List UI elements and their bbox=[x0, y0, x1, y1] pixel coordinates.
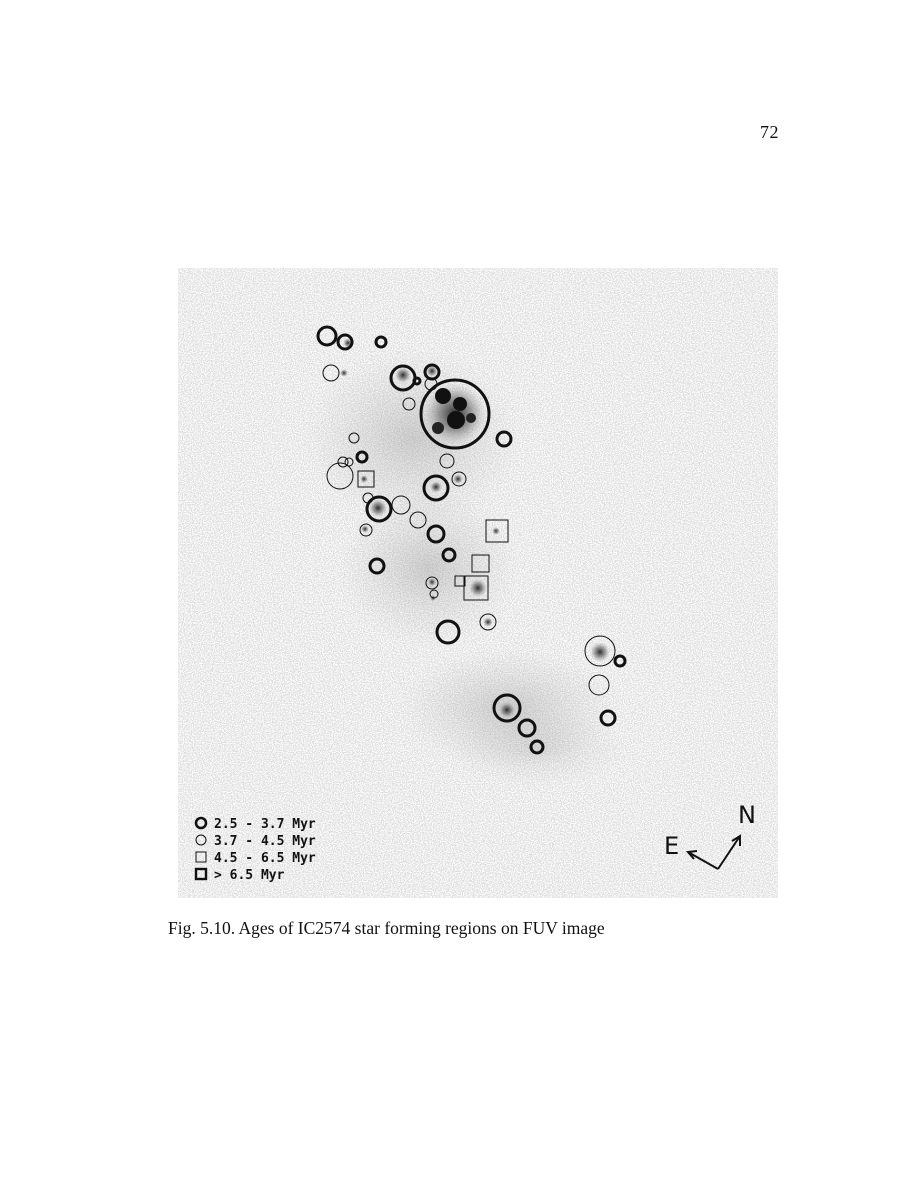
svg-text:3.7 - 4.5 Myr: 3.7 - 4.5 Myr bbox=[214, 834, 316, 849]
legend-item-3.7-4.5: 3.7 - 4.5 Myr bbox=[195, 834, 316, 849]
regions-2.5-3.7-myr bbox=[316, 325, 627, 755]
legend-item-2.5-3.7: 2.5 - 3.7 Myr bbox=[194, 816, 316, 832]
legend-item-over-6.5: > 6.5 Myr bbox=[194, 867, 285, 883]
diffuse-emission bbox=[303, 348, 628, 788]
svg-text:> 6.5 Myr: > 6.5 Myr bbox=[214, 868, 285, 883]
regions-3.7-4.5-myr bbox=[322, 364, 616, 696]
regions-4.5-6.5-myr bbox=[357, 470, 509, 601]
east-label: E bbox=[664, 832, 679, 860]
north-label: N bbox=[738, 801, 756, 829]
page-number: 72 bbox=[760, 122, 779, 142]
svg-text:4.5 - 6.5 Myr: 4.5 - 6.5 Myr bbox=[214, 851, 316, 866]
star-forming-clumps bbox=[340, 338, 610, 718]
legend-item-4.5-6.5: 4.5 - 6.5 Myr bbox=[195, 851, 316, 866]
figure-caption: Fig. 5.10. Ages of IC2574 star forming r… bbox=[168, 918, 605, 938]
compass-rose bbox=[686, 834, 741, 870]
age-legend: 2.5 - 3.7 Myr 3.7 - 4.5 Myr 4.5 - 6.5 My… bbox=[194, 816, 316, 883]
svg-text:2.5 - 3.7 Myr: 2.5 - 3.7 Myr bbox=[214, 817, 316, 832]
fuv-image-figure: 2.5 - 3.7 Myr 3.7 - 4.5 Myr 4.5 - 6.5 My… bbox=[178, 268, 778, 898]
